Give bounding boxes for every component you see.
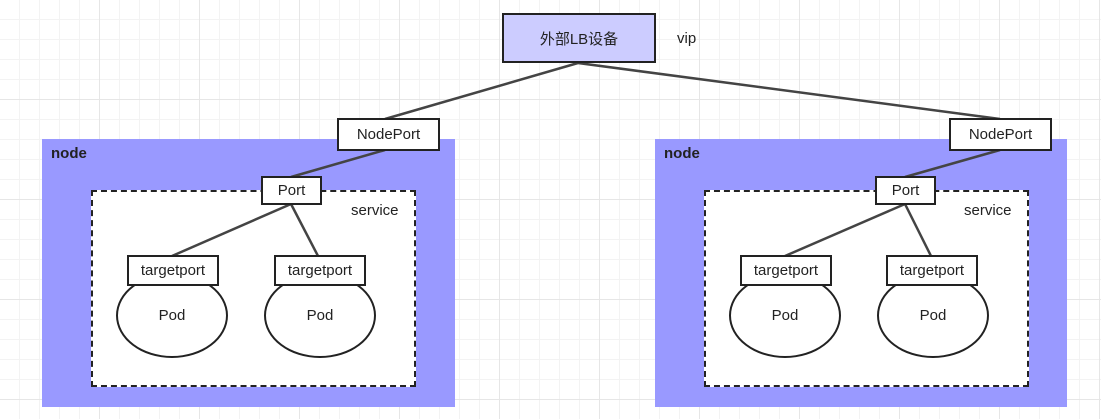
line-port-1-to-targetport-1b [289,203,320,257]
node-1-pod-1-targetport: targetport [127,255,219,286]
node-1-label: node [51,145,87,162]
node-1-nodeport-box: NodePort [337,118,440,151]
node-1-pod-1: Pod [116,273,228,358]
line-port-1-to-targetport-1a [171,202,292,258]
node-2-pod-2-targetport: targetport [886,255,978,286]
node-1-pod-2-targetport: targetport [274,255,366,286]
node-2-service-label: service [964,202,1012,219]
line-lb-to-nodeport-2 [577,61,1001,121]
line-nodeport-2-to-port-2 [904,148,1001,179]
external-lb-box: 外部LB设备 [502,13,656,63]
node-2-label: node [664,145,700,162]
node-2-port-box: Port [875,176,936,205]
node-2-nodeport-box: NodePort [949,118,1052,151]
line-lb-to-nodeport-1 [384,61,579,121]
line-port-2-to-targetport-2a [784,202,906,258]
node-2-pod-1: Pod [729,273,841,358]
node-1-pod-2: Pod [264,273,376,358]
vip-label: vip [677,30,697,47]
node-1-port-box: Port [261,176,322,205]
node-1-service-label: service [351,202,399,219]
node-2-pod-1-targetport: targetport [740,255,832,286]
line-port-2-to-targetport-2b [903,203,933,257]
line-nodeport-1-to-port-1 [290,148,386,179]
